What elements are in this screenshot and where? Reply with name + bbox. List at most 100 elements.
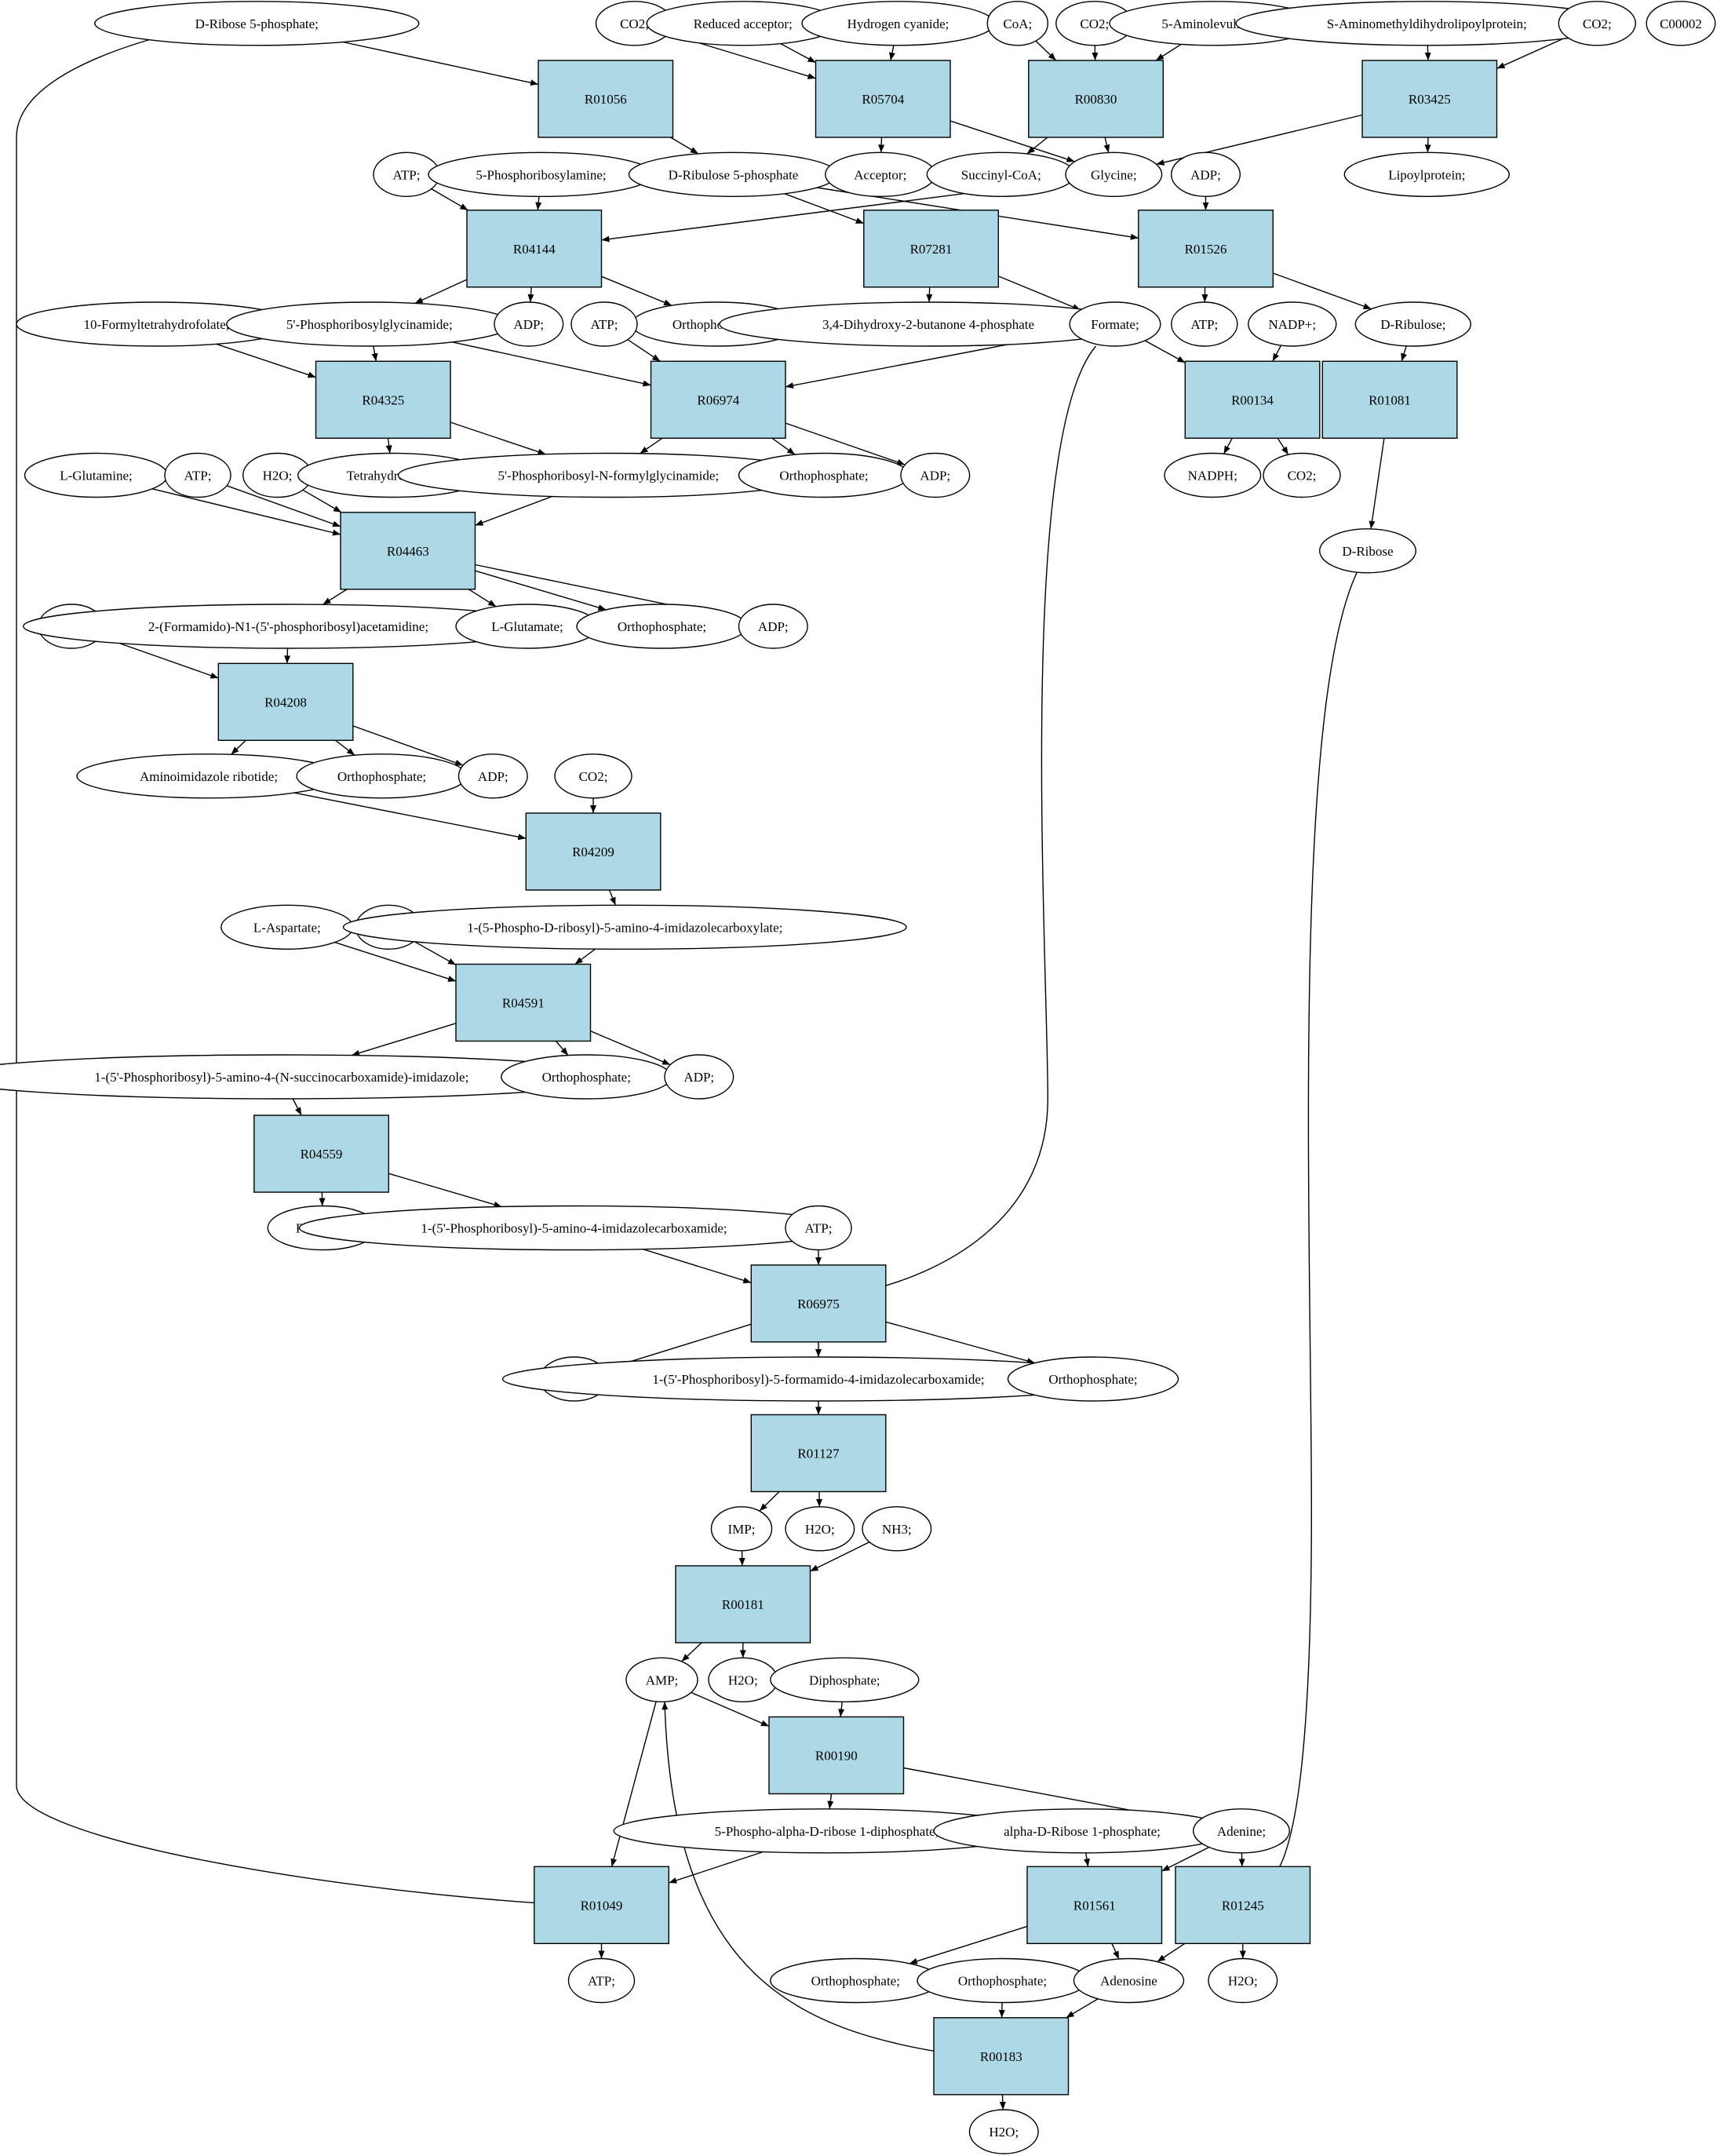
compound-node-orthophosphate-c[interactable]: Orthophosphate; [576,604,748,649]
reaction-node-r03425[interactable]: R03425 [1361,60,1498,138]
compound-node-5-phosphoribosylamine[interactable]: 5-Phosphoribosylamine; [428,151,654,198]
reaction-node-r04144[interactable]: R04144 [466,210,603,288]
reaction-node-r01561[interactable]: R01561 [1026,1866,1163,1945]
node-shape [738,604,808,649]
compound-node-adenine[interactable]: Adenine; [1192,1808,1290,1854]
compound-node-imp[interactable]: IMP; [710,1506,773,1552]
reaction-node-r01049[interactable]: R01049 [534,1866,669,1945]
compound-node-diphosphate[interactable]: Diphosphate; [770,1657,920,1703]
reaction-node-r00181[interactable]: R00181 [675,1565,811,1643]
compound-node-h2o-d[interactable]: H2O; [1208,1957,1278,2004]
node-shape [1558,1,1637,46]
reaction-node-r04559[interactable]: R04559 [253,1114,389,1193]
compound-node-hydrogen-cyanide[interactable]: Hydrogen cyanide; [801,1,995,46]
reaction-node-r01081[interactable]: R01081 [1321,360,1458,439]
reaction-node-r00830[interactable]: R00830 [1028,60,1165,138]
reaction-node-r04591[interactable]: R04591 [455,963,592,1042]
reaction-node-r04208[interactable]: R04208 [217,662,354,741]
compound-node-s-aminomethyl[interactable]: S-Aminomethyldihydrolipoylprotein; [1235,1,1619,46]
node-label: R03425 [1409,92,1451,107]
compound-node-coa[interactable]: CoA; [986,1,1049,46]
compound-node-atp-c[interactable]: ATP; [1171,301,1238,347]
compound-node-d-ribose-5-phosphate[interactable]: D-Ribose 5-phosphate; [94,1,420,46]
compound-node-acceptor[interactable]: Acceptor; [825,151,936,198]
compound-node-adp-d[interactable]: ADP; [738,604,808,649]
compound-node-prpp[interactable]: 5-Phospho-alpha-D-ribose 1-diphosphate; [613,1808,1041,1854]
compound-node-fgam[interactable]: 2-(Formamido)-N1-(5'-phosphoribosyl)acet… [23,604,554,649]
reaction-node-r04463[interactable]: R04463 [340,512,476,590]
reaction-node-r07281[interactable]: R07281 [863,210,1000,288]
compound-node-adenosine[interactable]: Adenosine [1073,1957,1185,2004]
reaction-node-r00134[interactable]: R00134 [1184,360,1321,439]
compound-node-faicar[interactable]: 1-(5'-Phosphoribosyl)-5-formamido-4-imid… [501,1356,1135,1402]
edge-r04591-to-orthophosphate-e [555,1041,569,1056]
compound-node-adp-e[interactable]: ADP; [457,753,528,799]
compound-node-orthophosphate-b[interactable]: Orthophosphate; [738,452,910,498]
compound-node-h2o-b[interactable]: H2O; [785,1506,855,1552]
compound-node-d-ribose[interactable]: D-Ribose [1318,528,1416,574]
compound-node-atp-b[interactable]: ATP; [570,301,638,347]
reaction-node-r01526[interactable]: R01526 [1138,210,1274,288]
edge-r01127-to-imp [759,1491,780,1512]
edge-air-to-r04209 [293,792,527,841]
compound-node-atp-a[interactable]: ATP; [373,151,440,198]
compound-node-co2-b[interactable]: CO2; [1055,1,1134,46]
compound-node-l-glutamine[interactable]: L-Glutamine; [24,452,169,498]
compound-node-h2o-a[interactable]: H2O; [242,452,313,498]
compound-node-amp[interactable]: AMP; [625,1657,698,1703]
compound-node-saicar[interactable]: 1-(5'-Phosphoribosyl)-5-amino-4-(N-succi… [0,1054,623,1100]
reaction-node-r01245[interactable]: R01245 [1175,1866,1311,1945]
compound-node-d-ribulose-5-phosphate[interactable]: D-Ribulose 5-phosphate [628,151,839,198]
compound-node-aicar[interactable]: 1-(5'-Phosphoribosyl)-5-amino-4-imidazol… [298,1205,850,1251]
compound-node-glycine[interactable]: Glycine; [1065,151,1163,198]
reaction-node-r01056[interactable]: R01056 [538,60,674,138]
reaction-node-r00183[interactable]: R00183 [933,2017,1070,2096]
node-label: Succinyl-CoA; [961,167,1041,182]
edge-atp-b-to-r06974 [627,339,661,362]
compound-node-air[interactable]: Aminoimidazole ribotide; [76,753,341,799]
compound-node-nadph[interactable]: NADPH; [1164,452,1262,498]
compound-node-formate[interactable]: Formate; [1069,301,1161,347]
compound-node-nh3[interactable]: NH3; [862,1506,932,1552]
compound-node-adp-a[interactable]: ADP; [1170,151,1241,198]
reaction-node-r01127[interactable]: R01127 [750,1414,887,1493]
edge-r00183-to-amp [662,1702,968,2057]
reaction-node-r05704[interactable]: R05704 [815,60,951,138]
compound-node-h2o-e[interactable]: H2O; [968,2109,1039,2154]
reaction-node-r00190[interactable]: R00190 [768,1716,905,1795]
compound-node-l-glutamate[interactable]: L-Glutamate; [455,604,600,649]
compound-node-orthophosphate-e[interactable]: Orthophosphate; [501,1054,672,1100]
node-label: 5-Phospho-alpha-D-ribose 1-diphosphate; [715,1824,939,1839]
compound-node-lipoylprotein[interactable]: Lipoylprotein; [1343,151,1511,198]
compound-node-adp-b[interactable]: ADP; [494,301,564,347]
compound-node-fgar[interactable]: 5'-Phosphoribosyl-N-formylglycinamide; [397,452,819,498]
compound-node-orthophosphate-f[interactable]: Orthophosphate; [1007,1356,1179,1402]
compound-node-adp-f[interactable]: ADP; [664,1054,734,1100]
compound-node-atp-h[interactable]: ATP; [567,1957,636,2004]
compound-node-cair[interactable]: 1-(5-Phospho-D-ribosyl)-5-amino-4-imidaz… [342,904,907,950]
compound-node-c00002[interactable]: C00002 [1646,1,1716,46]
reaction-node-r04209[interactable]: R04209 [525,812,662,891]
node-shape [650,360,786,439]
compound-node-nadp[interactable]: NADP+; [1248,301,1337,347]
compound-node-alpha-d-ribose-1p[interactable]: alpha-D-Ribose 1-phosphate; [933,1808,1231,1854]
reaction-node-r06975[interactable]: R06975 [750,1264,887,1343]
compound-node-orthophosphate-d[interactable]: Orthophosphate; [296,753,468,799]
compound-node-co2-d[interactable]: CO2; [1263,452,1341,498]
compound-node-dihydroxy-butanone[interactable]: 3,4-Dihydroxy-2-butanone 4-phosphate [719,301,1138,347]
compound-node-adp-c[interactable]: ADP; [900,452,971,498]
compound-node-succinyl-coa[interactable]: Succinyl-CoA; [926,151,1077,198]
compound-node-5-phosphoribosylglycinamide[interactable]: 5'-Phosphoribosylglycinamide; [226,301,513,347]
compound-node-orthophosphate-h[interactable]: Orthophosphate; [917,1957,1088,2004]
compound-node-co2-e[interactable]: CO2; [554,753,632,799]
compound-node-co2-a[interactable]: CO2; [595,1,674,46]
compound-node-co2-c[interactable]: CO2; [1558,1,1637,46]
reaction-node-r04325[interactable]: R04325 [315,360,451,439]
compound-node-atp-d[interactable]: ATP; [164,452,231,498]
compound-node-l-aspartate[interactable]: L-Aspartate; [221,904,354,950]
compound-node-h2o-c[interactable]: H2O; [708,1657,778,1703]
compound-node-orthophosphate-g[interactable]: Orthophosphate; [770,1957,942,2004]
compound-node-d-ribulose[interactable]: D-Ribulose; [1354,301,1472,347]
reaction-node-r06974[interactable]: R06974 [650,360,786,439]
compound-node-atp-g[interactable]: ATP; [785,1205,852,1251]
